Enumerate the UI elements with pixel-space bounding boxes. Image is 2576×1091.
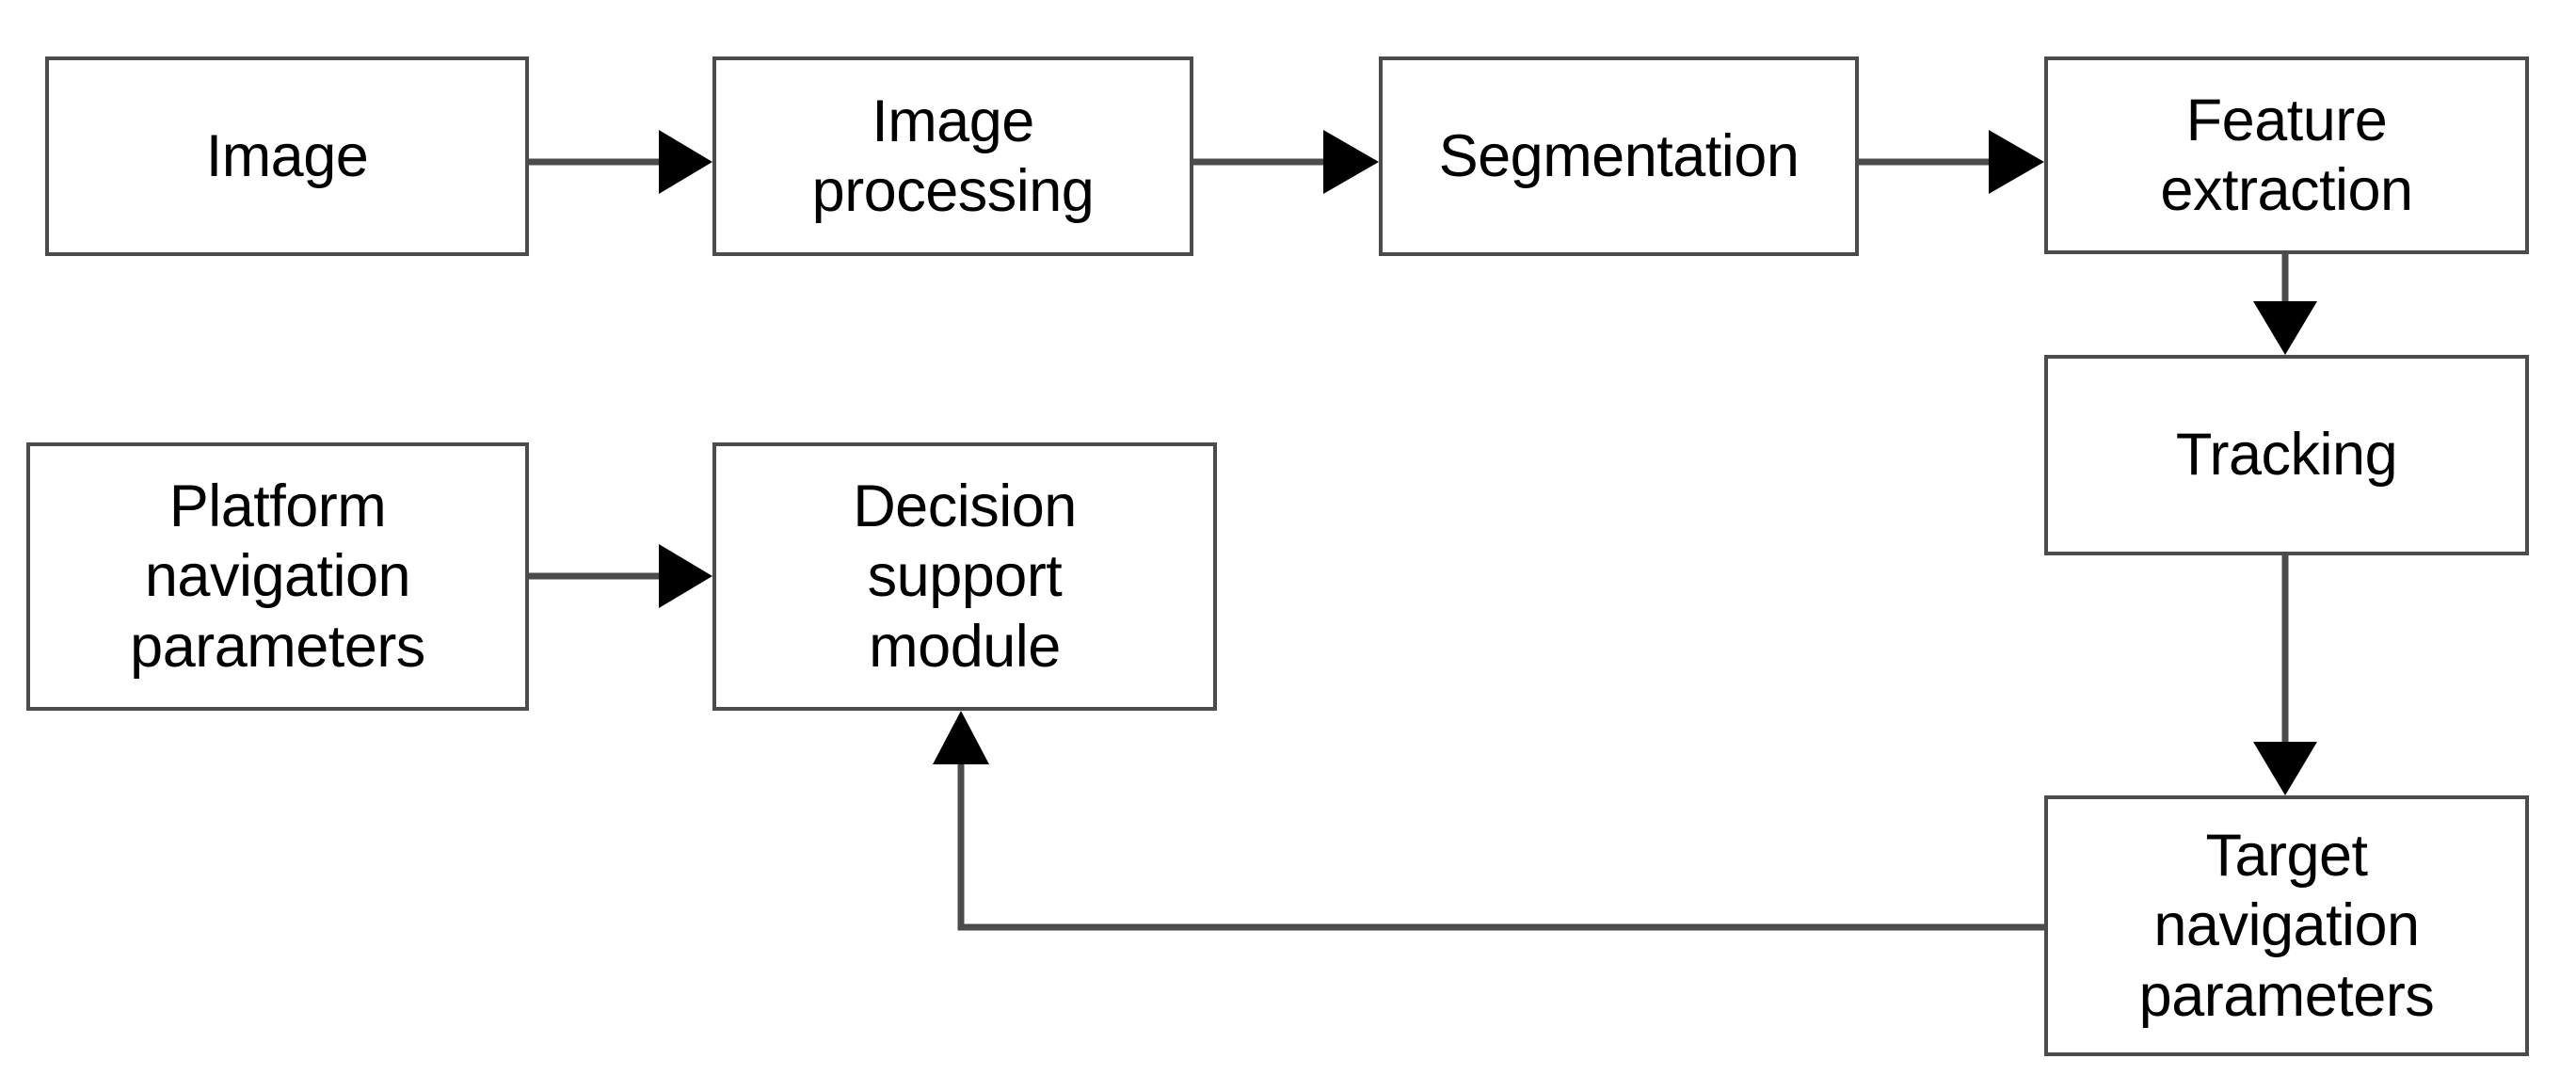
edge-image-to-image-processing — [529, 130, 712, 194]
node-segmentation[interactable]: Segmentation — [1379, 56, 1859, 256]
node-image-processing[interactable]: Image processing — [712, 56, 1193, 256]
node-feature-extraction[interactable]: Feature extraction — [2044, 56, 2529, 254]
node-decision-support-module-label: Decision support module — [853, 473, 1077, 680]
edge-image-processing-to-segmentation — [1193, 130, 1379, 194]
node-target-navigation-parameters-label: Target navigation parameters — [2138, 823, 2435, 1029]
node-image-processing-label: Image processing — [811, 88, 1095, 224]
node-segmentation-label: Segmentation — [1438, 122, 1800, 189]
node-tracking[interactable]: Tracking — [2044, 355, 2529, 555]
node-feature-extraction-label: Feature extraction — [2160, 87, 2413, 223]
node-image-label: Image — [205, 122, 369, 189]
node-tracking-label: Tracking — [2175, 422, 2398, 489]
node-decision-support-module[interactable]: Decision support module — [712, 442, 1217, 711]
node-image[interactable]: Image — [45, 56, 529, 256]
edge-feature-extraction-to-tracking — [2253, 254, 2317, 355]
edge-segmentation-to-feature-extraction — [1859, 130, 2044, 194]
node-target-navigation-parameters[interactable]: Target navigation parameters — [2044, 795, 2529, 1056]
node-platform-navigation-parameters-label: Platform navigation parameters — [130, 473, 425, 680]
edge-tracking-to-target-navigation-parameters — [2253, 555, 2317, 795]
edge-target-navigation-to-decision-support — [933, 711, 2044, 931]
node-platform-navigation-parameters[interactable]: Platform navigation parameters — [26, 442, 529, 711]
edge-platform-navigation-to-decision-support — [529, 544, 712, 608]
